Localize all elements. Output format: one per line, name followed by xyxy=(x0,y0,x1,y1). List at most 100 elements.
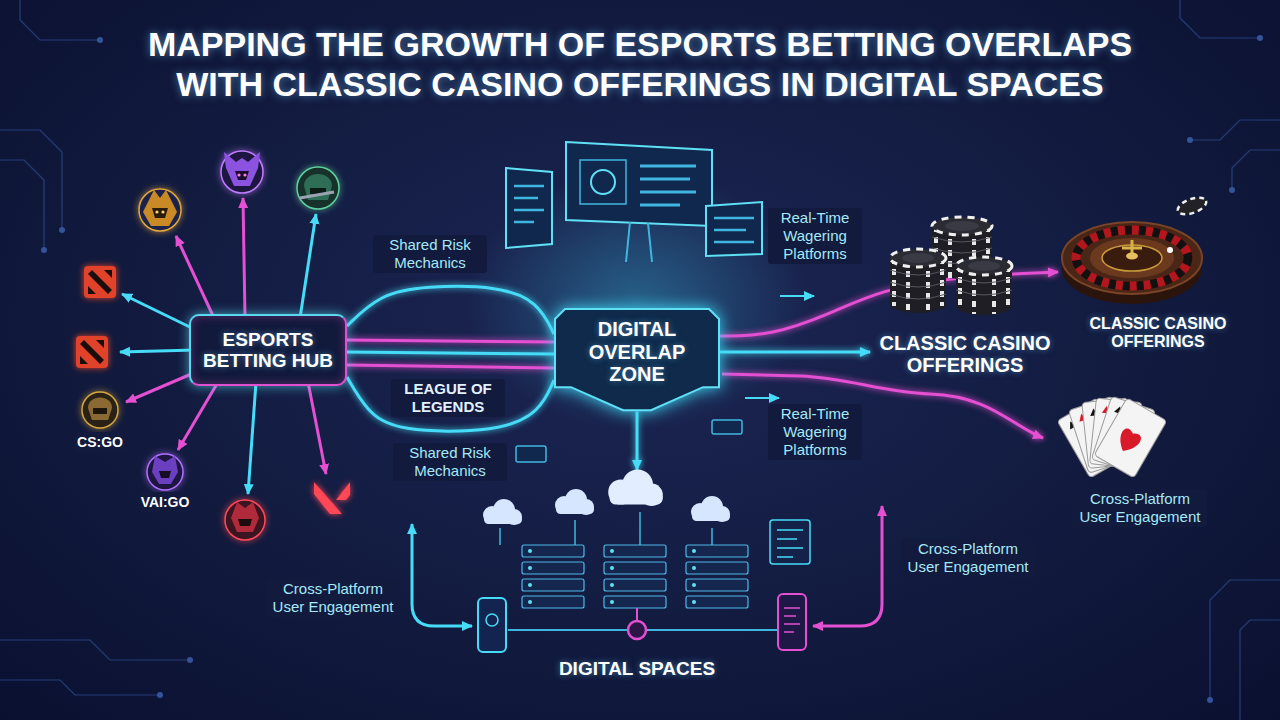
roulette-wheel xyxy=(1090,238,1174,278)
chip-stack xyxy=(956,257,1012,315)
hub-spoke-arrows xyxy=(126,372,196,402)
cloud-servers xyxy=(777,530,803,557)
cloud-servers xyxy=(528,566,532,570)
game-icon xyxy=(243,173,246,176)
flow-arrows xyxy=(745,397,779,399)
playing-cards xyxy=(1094,398,1167,478)
game-icon xyxy=(139,189,181,231)
cloud-servers xyxy=(522,545,584,557)
dota-logo xyxy=(84,266,116,298)
cloud-servers xyxy=(692,583,696,587)
cloud-servers xyxy=(610,492,663,505)
valorant-logo xyxy=(314,482,350,514)
game-icon xyxy=(224,152,260,186)
game-icon xyxy=(297,167,339,209)
engagement-arrows xyxy=(813,506,882,626)
roulette-wheel xyxy=(1167,247,1173,253)
cloud-servers xyxy=(500,512,712,545)
circuit-nodes xyxy=(1207,697,1213,703)
caption-label: VAI:GO xyxy=(139,492,192,512)
cloud-servers xyxy=(686,579,748,591)
small-panels xyxy=(516,420,742,462)
dota-logo xyxy=(88,270,112,294)
circuit-nodes xyxy=(1229,187,1235,193)
annotation-label: Shared Risk Mechanics xyxy=(393,443,507,481)
connector xyxy=(636,412,639,470)
connector xyxy=(720,350,870,353)
cloud-servers xyxy=(608,470,663,506)
circuit-nodes xyxy=(41,247,47,253)
cloud-servers xyxy=(778,594,806,650)
connector xyxy=(347,377,554,431)
cloud-servers xyxy=(686,545,748,557)
hub-spoke-arrows xyxy=(122,294,196,330)
game-icon xyxy=(225,500,265,540)
chip-stack xyxy=(956,257,1012,275)
cloud-servers xyxy=(691,496,730,522)
game-icon xyxy=(238,519,252,526)
node-text: CLASSIC CASINO OFFERINGS xyxy=(875,332,1055,377)
casino-chip xyxy=(1176,194,1209,217)
connector xyxy=(347,286,554,334)
circuit-traces xyxy=(0,160,44,250)
digital-spaces: DIGITAL SPACES xyxy=(437,470,837,685)
game-icon xyxy=(147,454,183,490)
roulette-offerings: CLASSIC CASINO OFFERINGS xyxy=(1058,205,1258,357)
flow-arrows xyxy=(780,295,814,297)
cloud-servers xyxy=(522,545,748,608)
cloud-servers xyxy=(522,562,584,574)
cloud-servers xyxy=(784,608,800,632)
cloud-servers xyxy=(692,549,696,553)
node-text: DIGITAL OVERLAP ZONE xyxy=(570,318,704,385)
monitor-screens xyxy=(566,142,712,226)
node-text: DIGITAL SPACES xyxy=(559,658,715,679)
annotation-label: Cross-Platform User Engagement xyxy=(266,579,400,617)
cloud-servers xyxy=(692,600,696,604)
circuit-traces xyxy=(20,0,100,40)
annotation-label: Cross-Platform User Engagement xyxy=(1073,489,1207,527)
chip-stack xyxy=(945,221,979,231)
casino-offerings: CLASSIC CASINO OFFERINGS xyxy=(870,328,1060,381)
game-icon xyxy=(300,192,334,198)
hub-spoke-arrows xyxy=(248,382,256,494)
monitor-screens xyxy=(640,166,696,205)
roulette-wheel xyxy=(1076,230,1188,286)
annotation-label: Cross-Platform User Engagement xyxy=(901,539,1035,577)
dota-logo xyxy=(80,340,104,364)
circuit-nodes xyxy=(1187,137,1193,143)
circuit-nodes xyxy=(41,35,1263,703)
caption-label: LEAGUE OF LEGENDS xyxy=(391,379,505,417)
game-icon xyxy=(139,189,181,231)
game-icon xyxy=(221,151,263,193)
circuit-nodes xyxy=(187,657,193,663)
cloud-servers xyxy=(528,600,532,604)
connectors xyxy=(347,272,1058,470)
hub-spoke-arrows xyxy=(178,382,218,450)
node-text: ESPORTS BETTING HUB xyxy=(199,329,337,372)
small-panels xyxy=(712,420,742,434)
caption-label: CS:GO xyxy=(75,432,125,452)
hub-spoke-arrows xyxy=(243,198,245,318)
playing-cards xyxy=(1114,427,1143,456)
cloud-servers xyxy=(636,608,638,621)
game-icon xyxy=(159,471,171,478)
cloud-servers xyxy=(528,583,532,587)
shield-outline xyxy=(555,309,719,410)
connector xyxy=(347,352,554,354)
node-text: CLASSIC CASINO OFFERINGS xyxy=(1062,315,1254,351)
circuit-traces xyxy=(1240,620,1280,720)
cloud-servers xyxy=(528,549,696,604)
diagram-title: MAPPING THE GROWTH OF ESPORTS BETTING OV… xyxy=(125,24,1155,104)
roulette-wheel xyxy=(1126,253,1138,260)
cloud-servers xyxy=(604,562,666,574)
cloud-servers xyxy=(522,579,584,591)
chip-stack xyxy=(932,217,992,235)
game-icon xyxy=(88,398,112,421)
chip-stack xyxy=(968,261,1000,271)
hub-box: ESPORTS BETTING HUB xyxy=(189,314,347,386)
cloud-servers xyxy=(555,489,594,515)
cloud-servers xyxy=(610,600,614,604)
game-icon xyxy=(147,454,183,490)
